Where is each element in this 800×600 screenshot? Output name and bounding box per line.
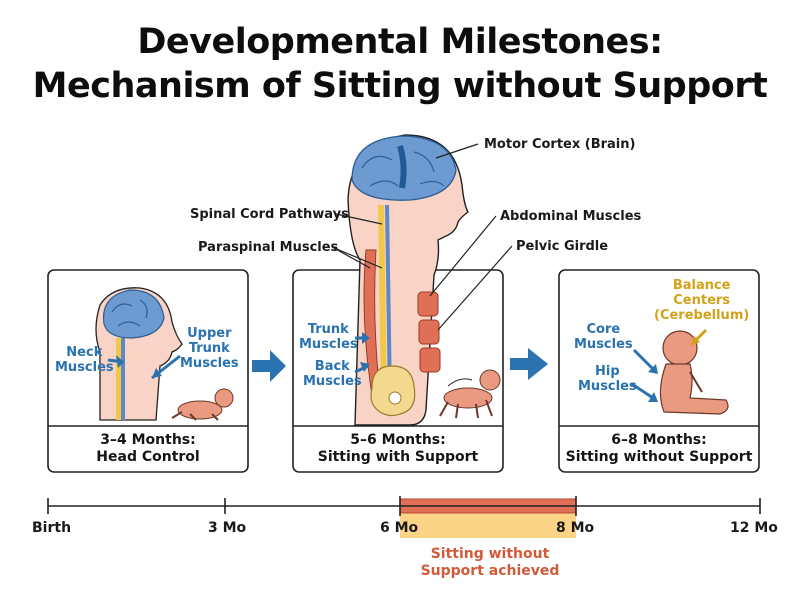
label-trunk-muscles: Trunk Muscles [299,322,358,352]
tick-label-3mo: 3 Mo [208,520,247,536]
child-body-figure [347,134,469,426]
caption-sitting-without-support: 6–8 Months: Sitting without Support [565,432,753,465]
label-core-muscles: Core Muscles [574,322,633,352]
tick-label-birth: Birth [32,520,72,536]
tick-label-6mo: 6 Mo [380,520,419,536]
page-title-line-1: Developmental Milestones: [137,22,663,62]
label-pelvic-girdle: Pelvic Girdle [516,239,609,254]
sitting-baby-figure [659,330,729,415]
abdominal-leader [429,215,497,297]
pelvic-leader [437,245,513,331]
tick-label-12mo: 12 Mo [730,520,778,536]
caption-head-control: 3–4 Months: Head Control [96,432,200,465]
page-title-line-2: Mechanism of Sitting without Support [32,66,768,106]
motor-cortex-leader [435,143,479,159]
paraspinal-leader-2 [331,246,383,269]
caption-sitting-with-support: 5–6 Months: Sitting with Support [317,432,479,465]
label-paraspinal-muscles: Paraspinal Muscles [198,240,339,255]
label-spinal-cord-pathways: Spinal Cord Pathways [190,207,349,222]
label-motor-cortex: Motor Cortex (Brain) [484,137,636,152]
progress-arrow-2 [510,348,548,380]
label-back-muscles: Back Muscles [303,359,362,389]
achieved-label: Sitting without Support achieved [420,546,560,579]
progress-arrow-1 [252,350,286,382]
tick-label-8mo: 8 Mo [556,520,595,536]
crawling-baby-small-1 [171,388,234,421]
label-balance-centers: Balance Centers (Cerebellum) [654,278,750,323]
label-upper-trunk-muscles: Upper Trunk Muscles [180,326,239,371]
label-neck-muscles: Neck Muscles [55,345,114,375]
panel-sitting-without-support [558,269,760,473]
crawling-baby-small-2 [439,369,501,419]
paraspinal-leader-1 [331,246,371,269]
label-hip-muscles: Hip Muscles [578,364,637,394]
infant-head-figure [95,287,183,421]
spinal-cord-leader [335,213,383,225]
label-abdominal-muscles: Abdominal Muscles [500,209,642,224]
